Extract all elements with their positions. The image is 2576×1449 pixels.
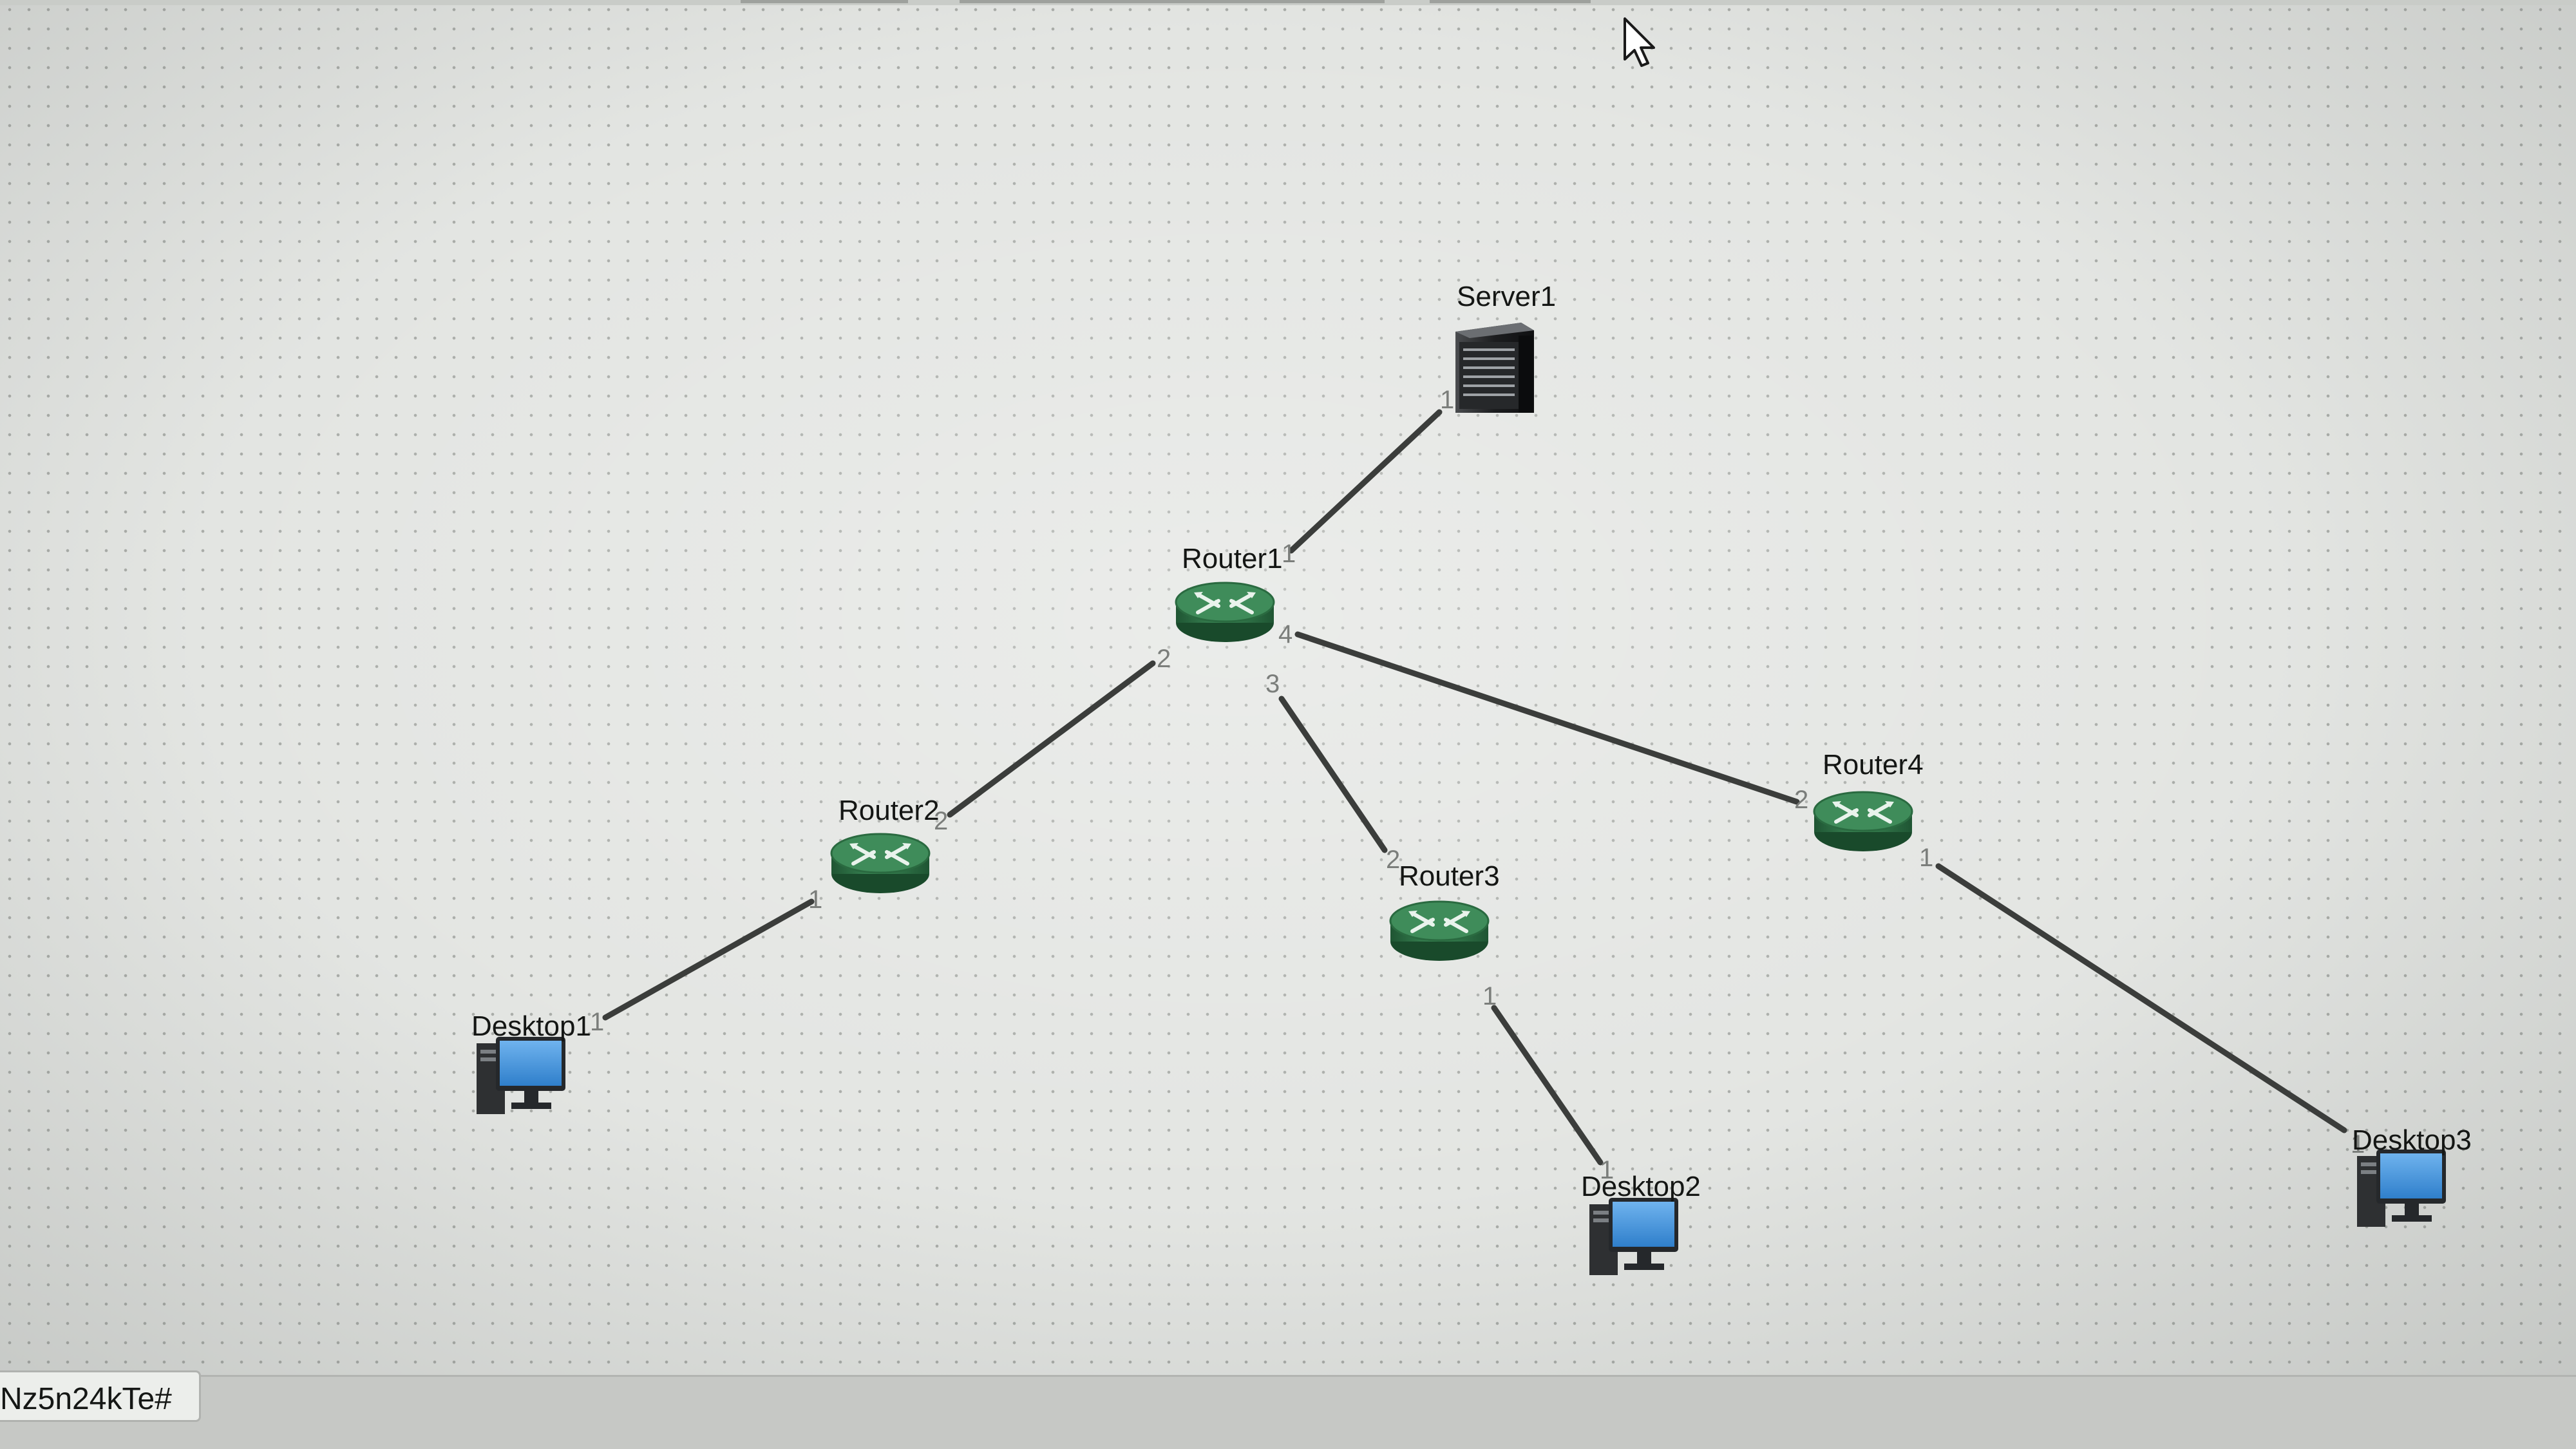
port-label: 1: [1600, 1156, 1614, 1184]
top-toolbar-edge: [0, 0, 2576, 5]
node-label-router4: Router4: [1823, 749, 1924, 781]
terminal-tab-label: Nz5n24kTe#: [0, 1382, 172, 1416]
link-router2-desktop1[interactable]: [602, 898, 815, 1021]
link-router3-desktop2[interactable]: [1491, 1005, 1604, 1166]
port-label: 1: [1919, 844, 1933, 872]
top-tab-edge: [741, 0, 908, 3]
port-label: 4: [1278, 620, 1293, 649]
desktop-icon: [2357, 1150, 2446, 1227]
router1-node[interactable]: Router1: [1176, 543, 1283, 642]
port-label: 2: [1157, 645, 1171, 673]
port-label: 2: [1386, 846, 1400, 874]
link-router1-router2[interactable]: [947, 660, 1156, 818]
desktop2-node[interactable]: Desktop2: [1581, 1171, 1701, 1275]
router3-node[interactable]: Router3: [1390, 860, 1500, 961]
port-label: 1: [1282, 540, 1296, 568]
topology-canvas[interactable]: [0, 0, 2576, 1375]
desktop1-node[interactable]: Desktop1: [471, 1010, 591, 1114]
link-router1-router4[interactable]: [1294, 631, 1800, 805]
node-label-desktop1: Desktop1: [471, 1010, 591, 1042]
router-icon: [1814, 792, 1912, 851]
node-label-server1: Server1: [1457, 281, 1556, 312]
node-label-desktop3: Desktop3: [2352, 1124, 2472, 1156]
router2-node[interactable]: Router2: [831, 795, 940, 893]
bottom-status-bar: [0, 1375, 2576, 1449]
node-label-router2: Router2: [838, 795, 940, 826]
port-label: 1: [1482, 982, 1497, 1010]
router4-node[interactable]: Router4: [1814, 749, 1924, 851]
desktop-icon: [477, 1037, 565, 1114]
port-label: 2: [934, 807, 948, 835]
top-tab-edge: [1430, 0, 1591, 3]
desktop3-node[interactable]: Desktop3: [2352, 1124, 2472, 1227]
desktop-icon: [1589, 1198, 1678, 1275]
server-icon: [1454, 321, 1535, 414]
port-label: 1: [2351, 1130, 2365, 1159]
link-router4-desktop3[interactable]: [1935, 863, 2347, 1133]
link-router1-router3[interactable]: [1278, 696, 1388, 853]
router-icon: [1176, 583, 1274, 642]
port-label: 1: [1440, 386, 1454, 414]
port-label: 1: [590, 1008, 604, 1036]
port-label: 1: [808, 886, 822, 914]
port-label: 2: [1794, 786, 1808, 814]
top-tab-edge: [960, 0, 1385, 3]
terminal-tab[interactable]: Nz5n24kTe#: [0, 1370, 201, 1422]
link-router1-server1[interactable]: [1288, 409, 1443, 554]
node-label-router1: Router1: [1182, 543, 1283, 574]
port-label: 3: [1265, 670, 1280, 698]
node-label-desktop2: Desktop2: [1581, 1171, 1701, 1202]
mouse-pointer-icon: [1624, 17, 1655, 67]
node-label-router3: Router3: [1399, 860, 1500, 892]
server1-node[interactable]: Server1: [1454, 281, 1556, 414]
network-topology: 1 1 2 2 3 2 4 2 1 1 1 1 1 1 Server1 Rout…: [471, 281, 2472, 1275]
router-icon: [1390, 902, 1488, 961]
router-icon: [831, 834, 929, 893]
